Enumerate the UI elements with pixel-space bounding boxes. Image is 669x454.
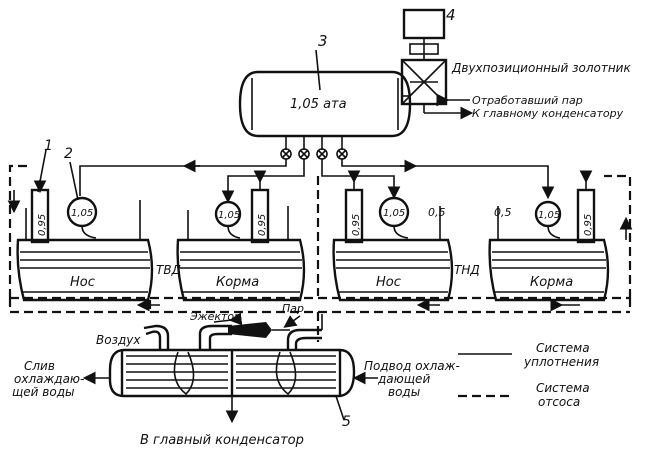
legend-seal-2: уплотнения [523, 355, 599, 369]
bow1-label: Нос [70, 275, 95, 290]
air-label: Воздух [96, 333, 141, 347]
regulator-4 [534, 200, 562, 239]
distribution-valves [280, 136, 348, 160]
legend [458, 353, 512, 398]
steam-label: Пар [282, 302, 304, 315]
turbine-hp-bow [16, 200, 154, 302]
legend-suction-2: отсоса [538, 395, 580, 409]
legend-seal-1: Система [536, 341, 590, 355]
turbine-hp-stern [176, 206, 306, 302]
leader-2 [69, 161, 79, 201]
leader-3 [315, 49, 321, 91]
lp-turbine-label: ТНД [454, 263, 480, 277]
bow2-label: Нос [376, 275, 401, 290]
ejector-label: Эжектор [189, 310, 241, 323]
legend-suction-1: Система [536, 381, 590, 395]
label-5: 5 [342, 414, 351, 430]
p2-095: 0,95 [257, 214, 268, 236]
g1-pressure: 1,05 [71, 208, 93, 219]
receiver-pressure: 1,05 ата [290, 97, 347, 112]
label-3: 3 [318, 32, 328, 50]
supply-line1: Подвод охлаж- [364, 359, 460, 373]
exhaust-steam-label: Отработавший пар [472, 94, 583, 107]
turbine-lp-bow [332, 206, 454, 302]
seal-system-lines [79, 159, 555, 204]
leader-1 [37, 149, 47, 193]
drain-line2: охлаждаю- [14, 372, 84, 386]
drain-line3: щей воды [12, 385, 74, 399]
label-2: 2 [64, 146, 73, 162]
turbine-lp-stern [488, 206, 610, 302]
supply-line3: воды [388, 385, 420, 399]
regulator-2 [214, 200, 242, 239]
to-main-condenser-top-label: К главному конденсатору [472, 107, 624, 120]
leader-5 [335, 395, 345, 421]
to-main-condenser-bottom-label: В главный конденсатор [140, 433, 304, 448]
gland-condenser [108, 312, 356, 398]
stern2-label: Корма [530, 275, 573, 290]
regulator-3 [378, 196, 410, 239]
drain-line1: Слив [24, 359, 55, 373]
p1-095: 0,95 [37, 214, 48, 236]
stern1-label: Корма [216, 275, 259, 290]
p4-095: 0,95 [583, 214, 594, 236]
p3-095: 0,95 [351, 214, 362, 236]
hp-turbine-label: ТВД [156, 263, 181, 277]
g2-pressure: 1,05 [218, 210, 240, 221]
supply-line2: дающей [377, 372, 430, 386]
regulator-1 [66, 196, 98, 239]
label-1: 1 [44, 138, 53, 154]
suction-system-lines [8, 164, 632, 342]
g4-pressure: 1,05 [538, 210, 560, 221]
valve-label: Двухпозиционный золотник [451, 61, 631, 75]
p3-05: 0,5 [428, 206, 446, 219]
suction-pipes [30, 170, 596, 244]
receiver-tank [238, 70, 412, 138]
label-4: 4 [446, 6, 456, 24]
p4-05: 0,5 [494, 206, 512, 219]
g3-pressure: 1,05 [383, 208, 405, 219]
